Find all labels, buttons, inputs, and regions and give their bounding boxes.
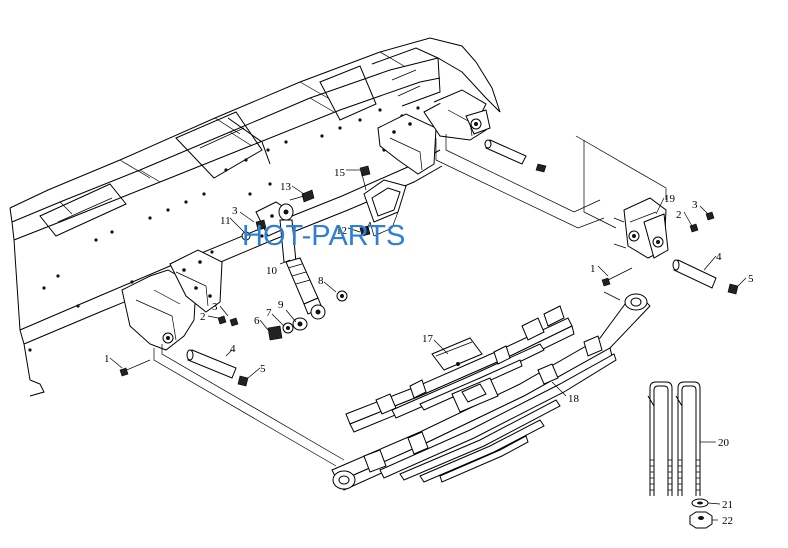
callout-labels: 1 2 3 4 5 6 7 8 9 10 11 3 13 12 15 17 18… bbox=[104, 167, 754, 527]
callout-21: 21 bbox=[722, 499, 733, 511]
spring-shackle-icon bbox=[613, 197, 669, 259]
watermark: HOT-PARTS bbox=[242, 220, 406, 252]
callout-11: 11 bbox=[220, 215, 231, 227]
shock-hardware bbox=[241, 189, 348, 341]
callout-3-shock: 3 bbox=[232, 205, 238, 217]
callout-22: 22 bbox=[722, 515, 733, 527]
callout-4-rear: 4 bbox=[716, 251, 722, 263]
rear-spring-hanger-icon bbox=[377, 89, 491, 175]
assembly-guide-lines bbox=[153, 134, 667, 467]
callout-18: 18 bbox=[568, 393, 580, 405]
callout-2-rear: 2 bbox=[676, 209, 682, 221]
callout-12: 12 bbox=[336, 225, 347, 237]
callout-1-front: 1 bbox=[104, 353, 110, 365]
callout-10: 10 bbox=[266, 265, 278, 277]
callout-7: 7 bbox=[266, 307, 272, 319]
callout-2-front: 2 bbox=[200, 311, 206, 323]
leaf-spring-main-icon bbox=[331, 293, 651, 491]
callout-5-front: 5 bbox=[260, 363, 266, 375]
callout-20: 20 bbox=[718, 437, 730, 449]
u-bolt-nut-icon bbox=[689, 511, 713, 529]
callout-19: 19 bbox=[664, 193, 676, 205]
callout-6: 6 bbox=[254, 315, 260, 327]
leader-lines bbox=[109, 169, 747, 521]
leaf-spring-icon bbox=[345, 305, 575, 433]
callout-3-rear: 3 bbox=[692, 199, 698, 211]
u-bolt-washer-icon bbox=[691, 498, 709, 508]
callout-3-front: 3 bbox=[212, 301, 218, 313]
callout-13: 13 bbox=[280, 181, 292, 193]
callout-15: 15 bbox=[334, 167, 346, 179]
spring-pin-icon bbox=[186, 139, 739, 387]
callout-5-rear: 5 bbox=[748, 273, 754, 285]
shock-absorber-icon bbox=[278, 203, 326, 320]
callout-8: 8 bbox=[318, 275, 324, 287]
callout-1-rear: 1 bbox=[590, 263, 596, 275]
callout-4-front: 4 bbox=[230, 343, 236, 355]
u-bolt-icon bbox=[647, 381, 701, 496]
callout-9: 9 bbox=[278, 299, 284, 311]
bump-stop-bracket-icon bbox=[363, 179, 407, 237]
callout-17: 17 bbox=[422, 333, 434, 345]
chassis-frame-rail-icon bbox=[9, 37, 501, 397]
